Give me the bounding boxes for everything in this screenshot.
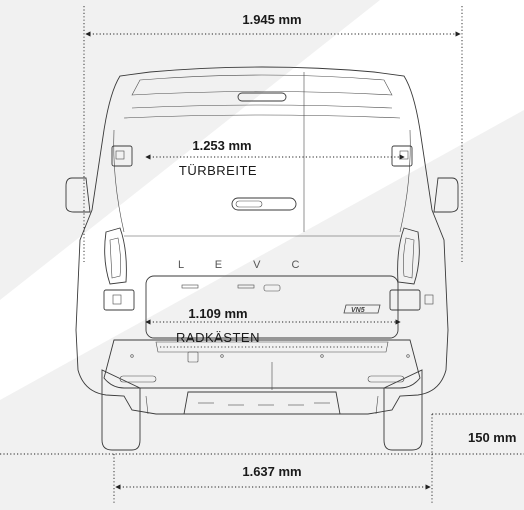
door-frame-right (399, 129, 411, 233)
ground-clearance-value: 150 mm (468, 430, 516, 445)
door-width-dimension: 1.253 mm TÜRBREITE (145, 138, 405, 178)
rear-diffuser (183, 391, 341, 415)
door-width-value: 1.253 mm (192, 138, 251, 153)
model-badge: VN5 (343, 304, 381, 314)
sensor-1 (130, 354, 134, 358)
sensor-4 (406, 354, 410, 358)
plate-light-left (181, 284, 199, 289)
plate-light-center (237, 284, 255, 289)
left-mirror (65, 177, 91, 213)
right-tail-light-inner (403, 237, 415, 279)
left-upper-lamp-inner (115, 150, 125, 160)
overall-width-value: 1.945 mm (242, 12, 301, 27)
tow-hitch-cover (187, 351, 199, 363)
left-lower-lamp (103, 289, 135, 311)
brand-lettering: L E V C (178, 259, 314, 271)
door-handle-grip (235, 200, 263, 208)
left-tail-light (104, 227, 127, 285)
left-tail-light-inner (109, 237, 121, 279)
plate-light-right (263, 284, 281, 292)
sensor-3 (320, 354, 324, 358)
background-diagonal-band (0, 0, 524, 400)
right-reflector (367, 375, 405, 383)
track-width-value: 1.637 mm (242, 464, 301, 479)
left-upper-lamp (111, 145, 133, 167)
diffuser-slots (198, 402, 330, 406)
bumper-step (155, 341, 389, 353)
wheel-arch-label: RADKÄSTEN (176, 330, 260, 345)
right-lower-lamp-inner (424, 294, 434, 305)
wheel-arch-dimension: 1.109 mm RADKÄSTEN (145, 306, 401, 345)
door-width-label: TÜRBREITE (179, 163, 257, 178)
left-reflector (119, 375, 157, 383)
under-body (145, 395, 379, 415)
overall-width-dimension: 1.945 mm (83, 6, 463, 262)
license-plate-recess (145, 275, 399, 339)
right-tail-light (397, 227, 420, 285)
model-badge-text: VN5 (351, 307, 365, 314)
wheel-arch-value: 1.109 mm (188, 306, 247, 321)
ground-clearance-dimension: 150 mm (431, 413, 524, 454)
rear-bumper (103, 339, 421, 389)
left-tyre (101, 369, 141, 451)
high-brake-light (237, 92, 287, 102)
sensor-2 (220, 354, 224, 358)
left-lower-lamp-inner (112, 294, 122, 305)
window-top-line (131, 104, 393, 109)
right-tyre (383, 369, 423, 451)
right-mirror (433, 177, 459, 213)
door-frame-left (113, 129, 125, 233)
door-handle (231, 197, 297, 211)
body-outline (75, 66, 449, 415)
track-width-dimension: 1.637 mm (113, 454, 433, 505)
roof-spoiler (131, 74, 393, 96)
window-bottom-line (123, 114, 401, 119)
vehicle-rear-view: L E V C VN5 (65, 66, 459, 451)
right-lower-lamp (389, 289, 421, 311)
